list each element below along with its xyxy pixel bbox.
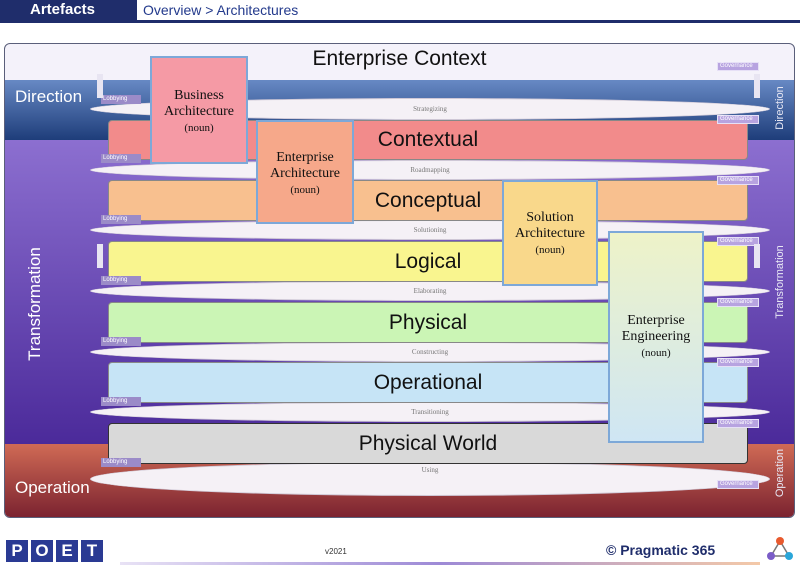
- header-rule: [0, 20, 800, 23]
- lobbying-tag: Lobbying: [101, 276, 141, 285]
- context-title: Enterprise Context: [312, 47, 487, 70]
- brand-label: © Pragmatic 365: [606, 542, 716, 558]
- shape-line: Architecture: [270, 166, 340, 181]
- shape-line: Solution: [526, 210, 574, 225]
- governance-tag: Governance: [717, 176, 759, 185]
- governance-tag: Governance: [717, 480, 759, 489]
- poet-letter: T: [81, 540, 103, 562]
- enterprise-engineering-shape: Enterprise Engineering (noun): [608, 231, 704, 443]
- shape-line: Architecture: [515, 226, 585, 241]
- governance-tag: Governance: [717, 115, 759, 124]
- governance-tag: Governance: [717, 298, 759, 307]
- governance-tag: Governance: [717, 62, 759, 71]
- solution-architecture-shape: Solution Architecture (noun): [502, 180, 598, 286]
- breadcrumb[interactable]: Overview > Architectures: [143, 2, 299, 18]
- transition-strategizing: Strategizing: [90, 98, 770, 120]
- up-arrow-icon: [97, 74, 103, 98]
- business-architecture-shape: Business Architecture (noun): [150, 56, 248, 164]
- shape-noun: (noun): [641, 347, 671, 359]
- layer-physical-world: Physical World: [108, 423, 748, 464]
- down-arrow-icon: [754, 74, 760, 98]
- poet-letter: O: [31, 540, 53, 562]
- poet-letter: P: [6, 540, 28, 562]
- lobbying-tag: Lobbying: [101, 458, 141, 467]
- direction-label: Direction: [15, 87, 83, 106]
- shape-noun: (noun): [184, 122, 214, 134]
- transition-using: Using: [90, 462, 770, 496]
- up-arrow-icon: [97, 244, 103, 268]
- operation-side-label: Operation: [774, 448, 786, 498]
- lobbying-tag: Lobbying: [101, 397, 141, 406]
- lobbying-tag: Lobbying: [101, 95, 141, 104]
- shape-line: Engineering: [621, 329, 691, 344]
- lobbying-tag: Lobbying: [101, 337, 141, 346]
- layer-conceptual: Conceptual: [108, 180, 748, 221]
- transformation-side-label: Transformation: [774, 245, 786, 319]
- transformation-label: Transformation: [25, 247, 44, 361]
- shape-line: Architecture: [164, 104, 234, 119]
- artefacts-tab[interactable]: Artefacts: [0, 0, 137, 20]
- poet-letter: E: [56, 540, 78, 562]
- shape-line: Enterprise: [276, 150, 334, 165]
- shape-line: Business: [174, 88, 224, 103]
- down-arrow-icon: [754, 244, 760, 268]
- shape-noun: (noun): [290, 184, 320, 196]
- lobbying-tag: Lobbying: [101, 215, 141, 224]
- shape-line: Enterprise: [627, 313, 685, 328]
- version-label: v2021: [325, 547, 347, 556]
- governance-tag: Governance: [717, 358, 759, 367]
- lobbying-tag: Lobbying: [101, 154, 141, 163]
- governance-tag: Governance: [717, 237, 759, 246]
- operation-label: Operation: [15, 478, 90, 497]
- shape-noun: (noun): [535, 244, 565, 256]
- architecture-diagram: Enterprise Context Direction Transformat…: [4, 43, 795, 518]
- governance-tag: Governance: [717, 419, 759, 428]
- network-logo-icon: [767, 537, 793, 560]
- footer-rule: [120, 562, 760, 565]
- enterprise-architecture-shape: Enterprise Architecture (noun): [256, 120, 354, 224]
- direction-side-label: Direction: [774, 86, 786, 130]
